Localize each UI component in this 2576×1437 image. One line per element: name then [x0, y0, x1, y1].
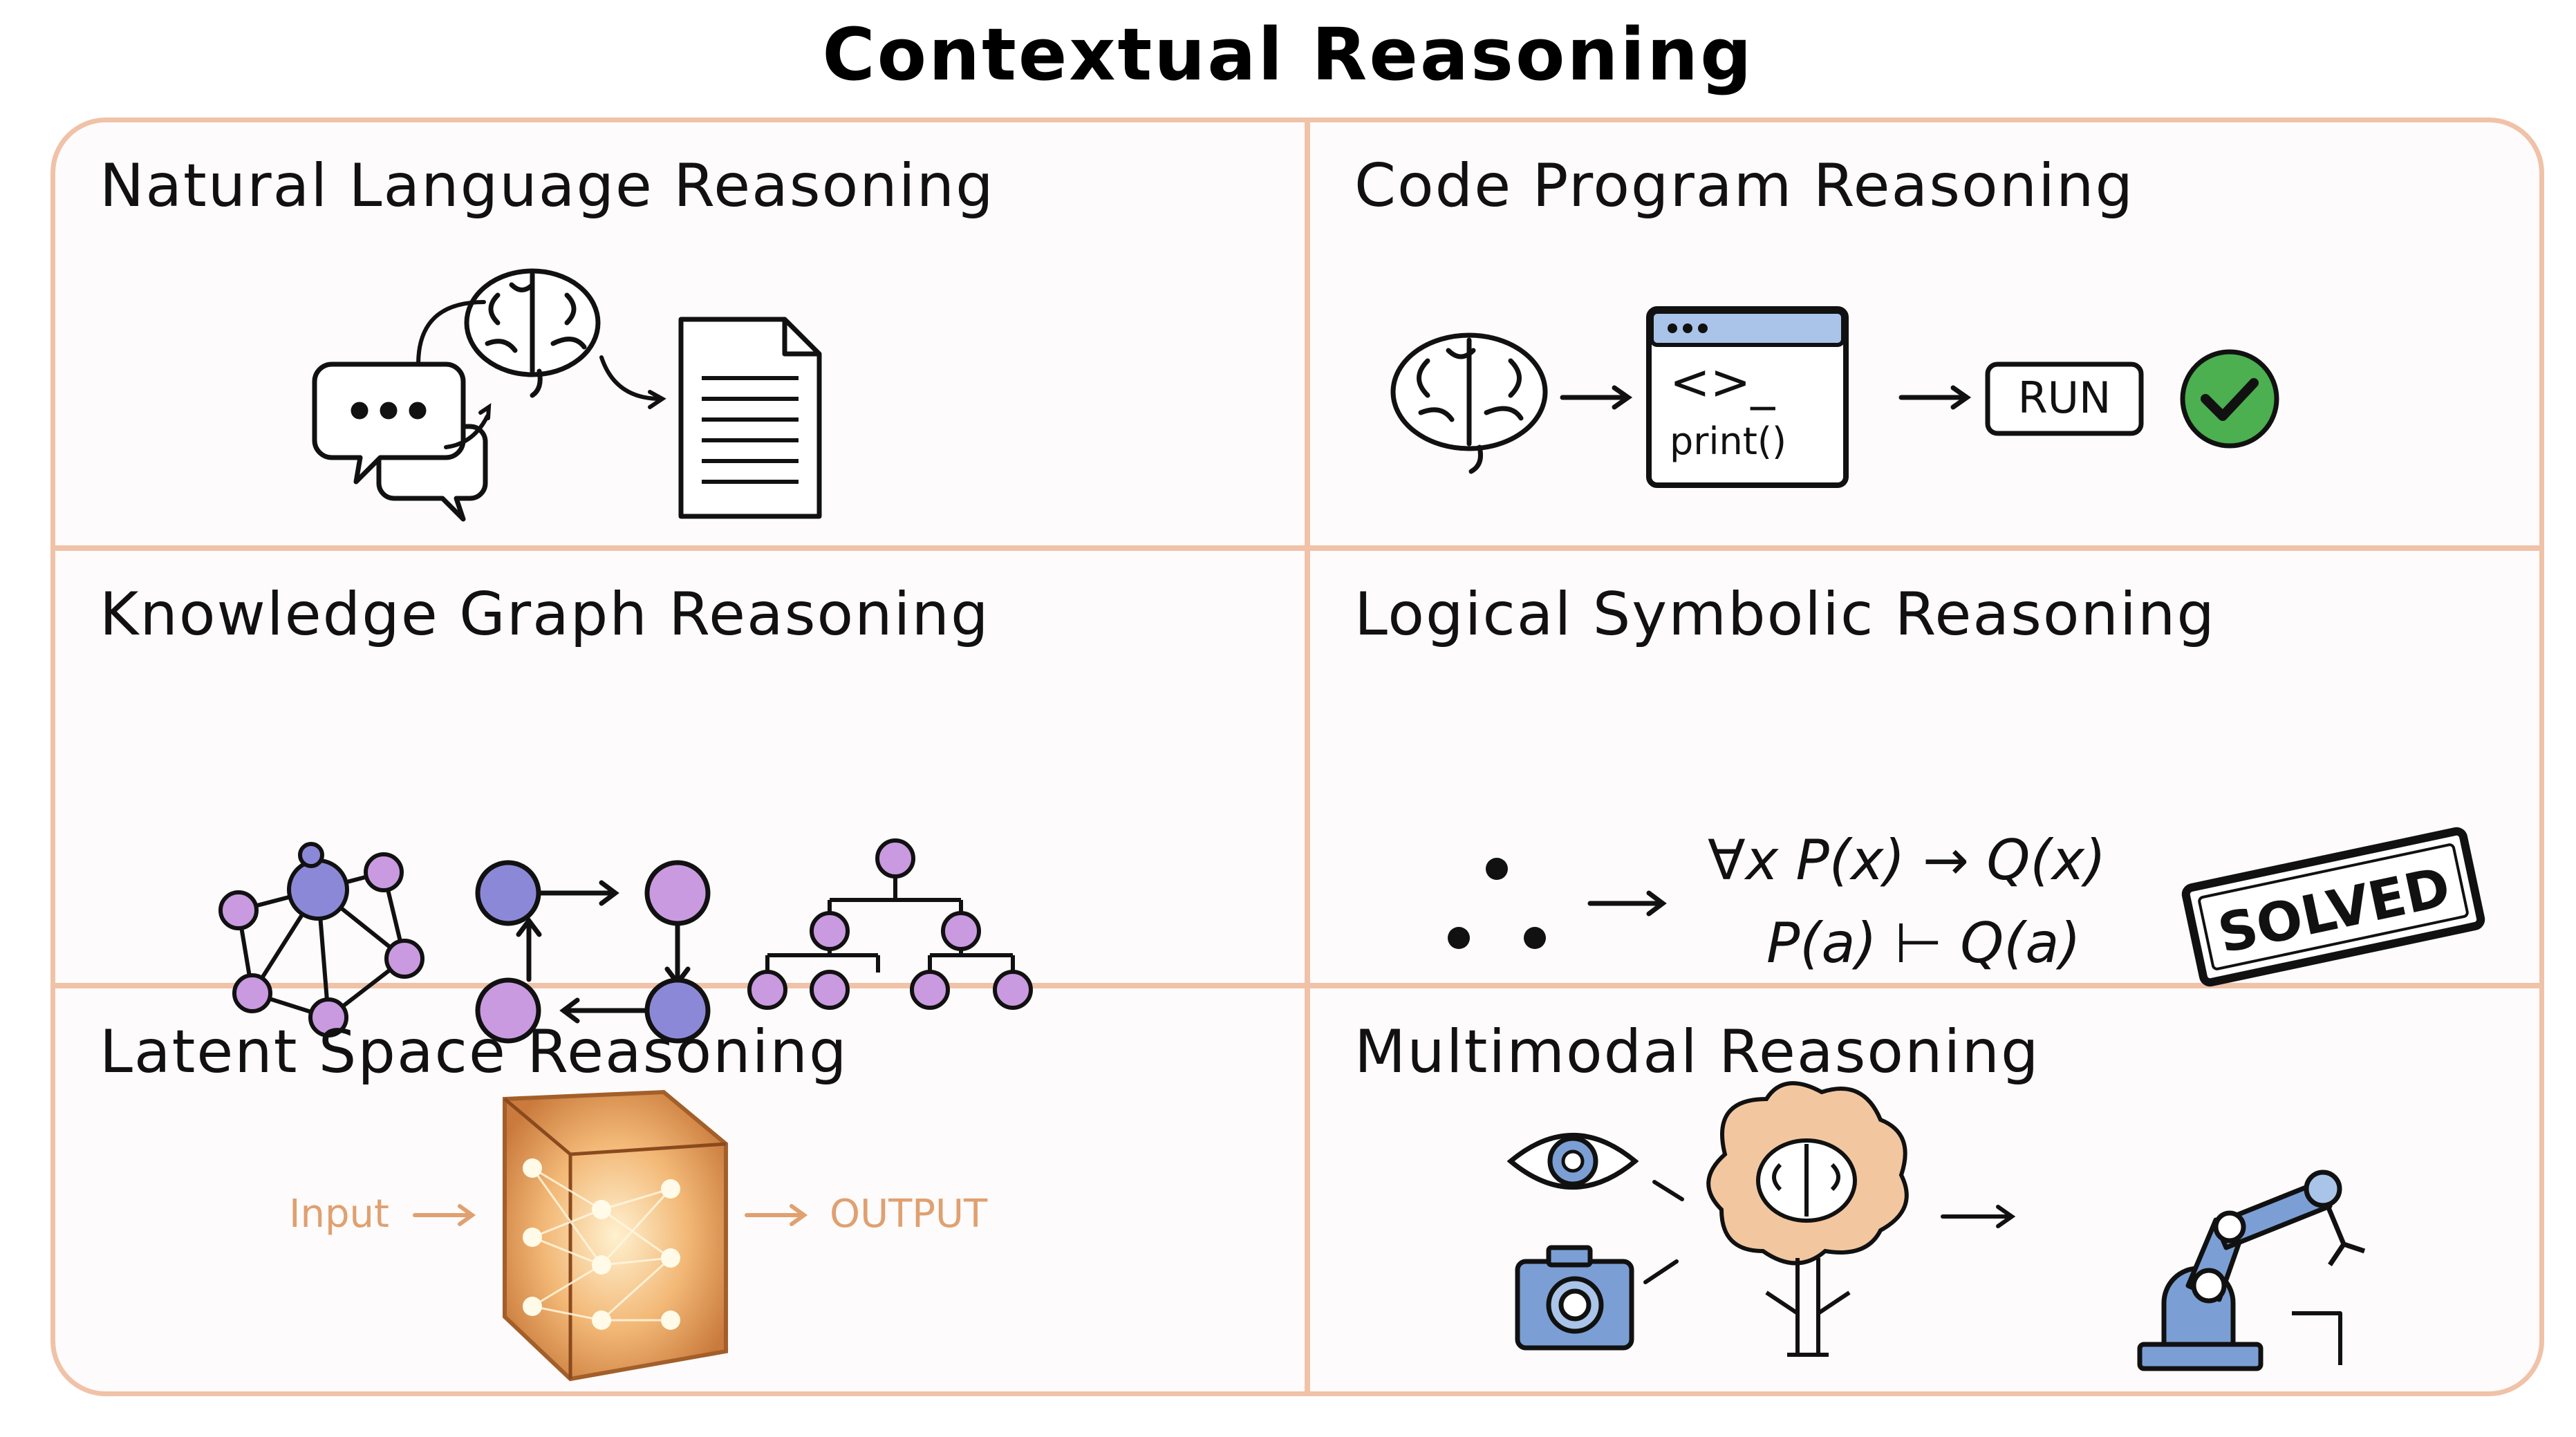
main-title: Contextual Reasoning	[822, 12, 1754, 97]
code-window-icon: <>_ print()	[1646, 306, 1849, 488]
formula-line-1: ∀x P(x) → Q(x)	[1708, 828, 2106, 892]
panel-title: Natural Language Reasoning	[100, 151, 995, 220]
multimodal-illustration	[1506, 1081, 2366, 1371]
tree-graph-icon	[747, 838, 1033, 1010]
natural-language-illustration	[312, 268, 822, 522]
vertical-divider	[1305, 122, 1310, 1391]
code-prompt-text: <>_	[1670, 354, 1775, 411]
camera-icon	[1515, 1245, 1634, 1351]
output-label: OUTPUT	[830, 1192, 988, 1237]
chat-bubbles-icon	[312, 361, 488, 522]
horizontal-divider-2	[55, 983, 2539, 988]
panel-title: Latent Space Reasoning	[100, 1017, 848, 1087]
implies-arrow	[1587, 890, 1667, 917]
knowledge-graph-illustration	[218, 838, 1033, 1044]
solved-stamp: SOLVED	[2181, 827, 2485, 987]
code-program-illustration: <>_ print() RUN	[1390, 306, 2279, 488]
therefore-dots-icon	[1448, 858, 1546, 949]
brain-icon	[464, 268, 601, 398]
horizontal-divider-1	[55, 545, 2539, 551]
panel-title: Logical Symbolic Reasoning	[1354, 580, 2216, 649]
document-icon	[678, 317, 822, 519]
panel-latent-space: Latent Space Reasoning Input OUTPUT	[55, 988, 1305, 1391]
panel-code-program: Code Program Reasoning <>_ print() RUN	[1310, 122, 2539, 545]
panel-title: Code Program Reasoning	[1354, 151, 2135, 220]
logical-symbolic-illustration: ∀x P(x) → Q(x) P(a) ⊢ Q(a) SOLVED	[1448, 827, 2485, 987]
panel-title: Multimodal Reasoning	[1354, 1017, 2040, 1087]
panel-title: Knowledge Graph Reasoning	[100, 580, 990, 649]
run-label: RUN	[2018, 373, 2111, 423]
input-label: Input	[289, 1192, 389, 1237]
formula-line-2: P(a) ⊢ Q(a)	[1766, 911, 2081, 975]
code-print-text: print()	[1670, 420, 1786, 463]
glowing-cube-icon	[503, 1089, 728, 1382]
diagram-frame: Natural Language Reasoning	[50, 118, 2544, 1396]
brain-icon	[1390, 332, 1548, 474]
run-button: RUN	[1985, 361, 2144, 436]
graph-network-icon	[218, 842, 424, 1037]
latent-space-illustration: Input OUTPUT	[289, 1089, 988, 1382]
panel-multimodal: Multimodal Reasoning	[1310, 988, 2539, 1391]
cycle-graph-icon	[475, 860, 711, 1044]
brain-tree-icon	[1706, 1081, 1909, 1357]
panel-natural-language: Natural Language Reasoning	[55, 122, 1305, 545]
robot-arm-icon	[2137, 1170, 2366, 1371]
panel-logical-symbolic: Logical Symbolic Reasoning ∀x P(x) → Q(x…	[1310, 551, 2539, 987]
panel-knowledge-graph: Knowledge Graph Reasoning	[55, 551, 1305, 1044]
checkmark-icon	[2180, 349, 2279, 449]
eye-icon	[1506, 1133, 1639, 1190]
